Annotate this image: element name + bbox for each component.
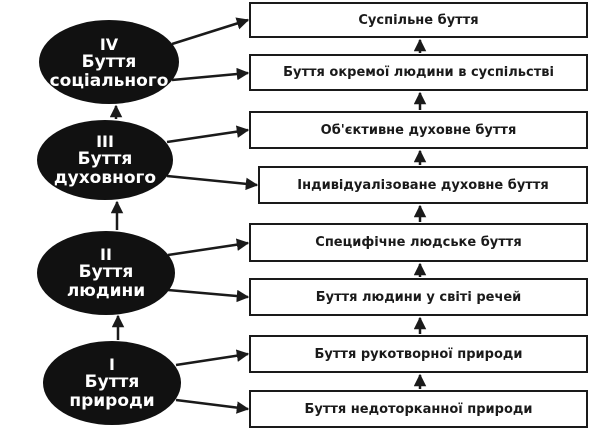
level-i-line1: Буття [84,371,140,392]
level-iii-line1: Буття [77,148,133,169]
box-human-in-world-of-things: Буття людини у світі речей [249,278,588,316]
box-man-made-nature: Буття рукотворної природи [249,335,588,373]
level-ii-oval [37,231,175,315]
level-iii-oval [37,120,173,200]
level-i-numeral: I [109,354,115,374]
box-individual-in-society: Буття окремої людини в суспільстві [249,54,588,91]
box-individualized-spiritual: Індивідуалізоване духовне буття [258,166,588,204]
level-ii-numeral: II [100,244,112,264]
connectors [109,17,427,414]
level-ii-line2: людини [66,280,146,301]
level-iv-line1: Буття [81,51,137,72]
level-i-line2: природи [69,390,155,411]
box-untouched-nature: Буття недоторканної природи [249,390,588,428]
level-iv-label: IV Буття соціального [40,22,178,104]
arrow-i-to-untouched [175,398,250,414]
level-ovals [37,20,181,425]
arrow-iv-to-individual [171,67,250,82]
level-iii-line2: духовного [53,167,157,188]
level-iv-oval [39,20,179,104]
level-i-label: I Буття природи [44,342,180,424]
box-objective-spiritual: Об'єктивне духовне буття [249,111,588,149]
level-ii-label: II Буття людини [38,232,174,314]
box-social-being: Суспільне буття [249,2,588,38]
arrow-iv-to-social [171,17,250,46]
arrow-ii-to-specific-human [167,238,250,257]
box-specific-human: Специфічне людське буття [249,223,588,262]
arrow-iii-to-individualized [166,174,259,191]
level-iv-line2: соціального [49,70,169,91]
level-iv-numeral: IV [99,34,119,54]
level-iii-label: III Буття духовного [38,120,172,200]
arrow-i-to-man-made [175,349,250,367]
arrow-iii-to-objective [166,125,250,144]
level-ii-line1: Буття [78,261,134,282]
level-iii-numeral: III [96,131,114,151]
level-i-oval [43,341,181,425]
arrow-ii-to-world-of-things [167,288,250,303]
